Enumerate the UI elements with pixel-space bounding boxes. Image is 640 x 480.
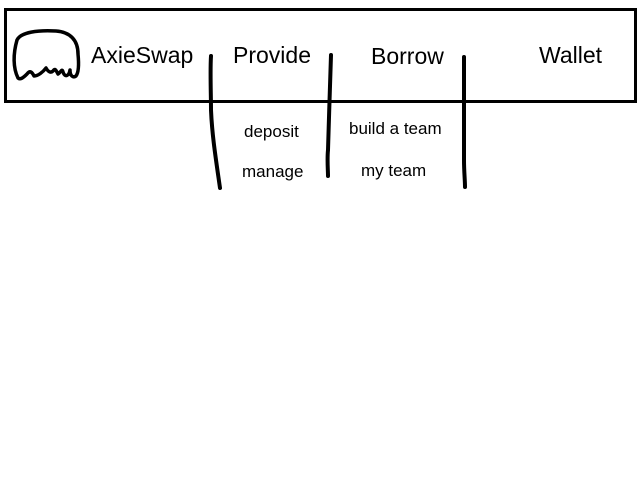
axie-logo-icon[interactable] bbox=[12, 28, 82, 84]
menu-item-my-team[interactable]: my team bbox=[361, 161, 427, 180]
brand-name[interactable]: AxieSwap bbox=[91, 42, 194, 68]
menu-item-deposit[interactable]: deposit bbox=[244, 122, 299, 141]
menu-item-manage[interactable]: manage bbox=[242, 162, 304, 181]
nav-wallet[interactable]: Wallet bbox=[539, 42, 603, 68]
menu-item-build-a-team[interactable]: build a team bbox=[349, 119, 442, 138]
nav-borrow[interactable]: Borrow bbox=[371, 43, 444, 69]
nav-provide[interactable]: Provide bbox=[233, 42, 311, 68]
top-nav-bar bbox=[4, 8, 637, 103]
